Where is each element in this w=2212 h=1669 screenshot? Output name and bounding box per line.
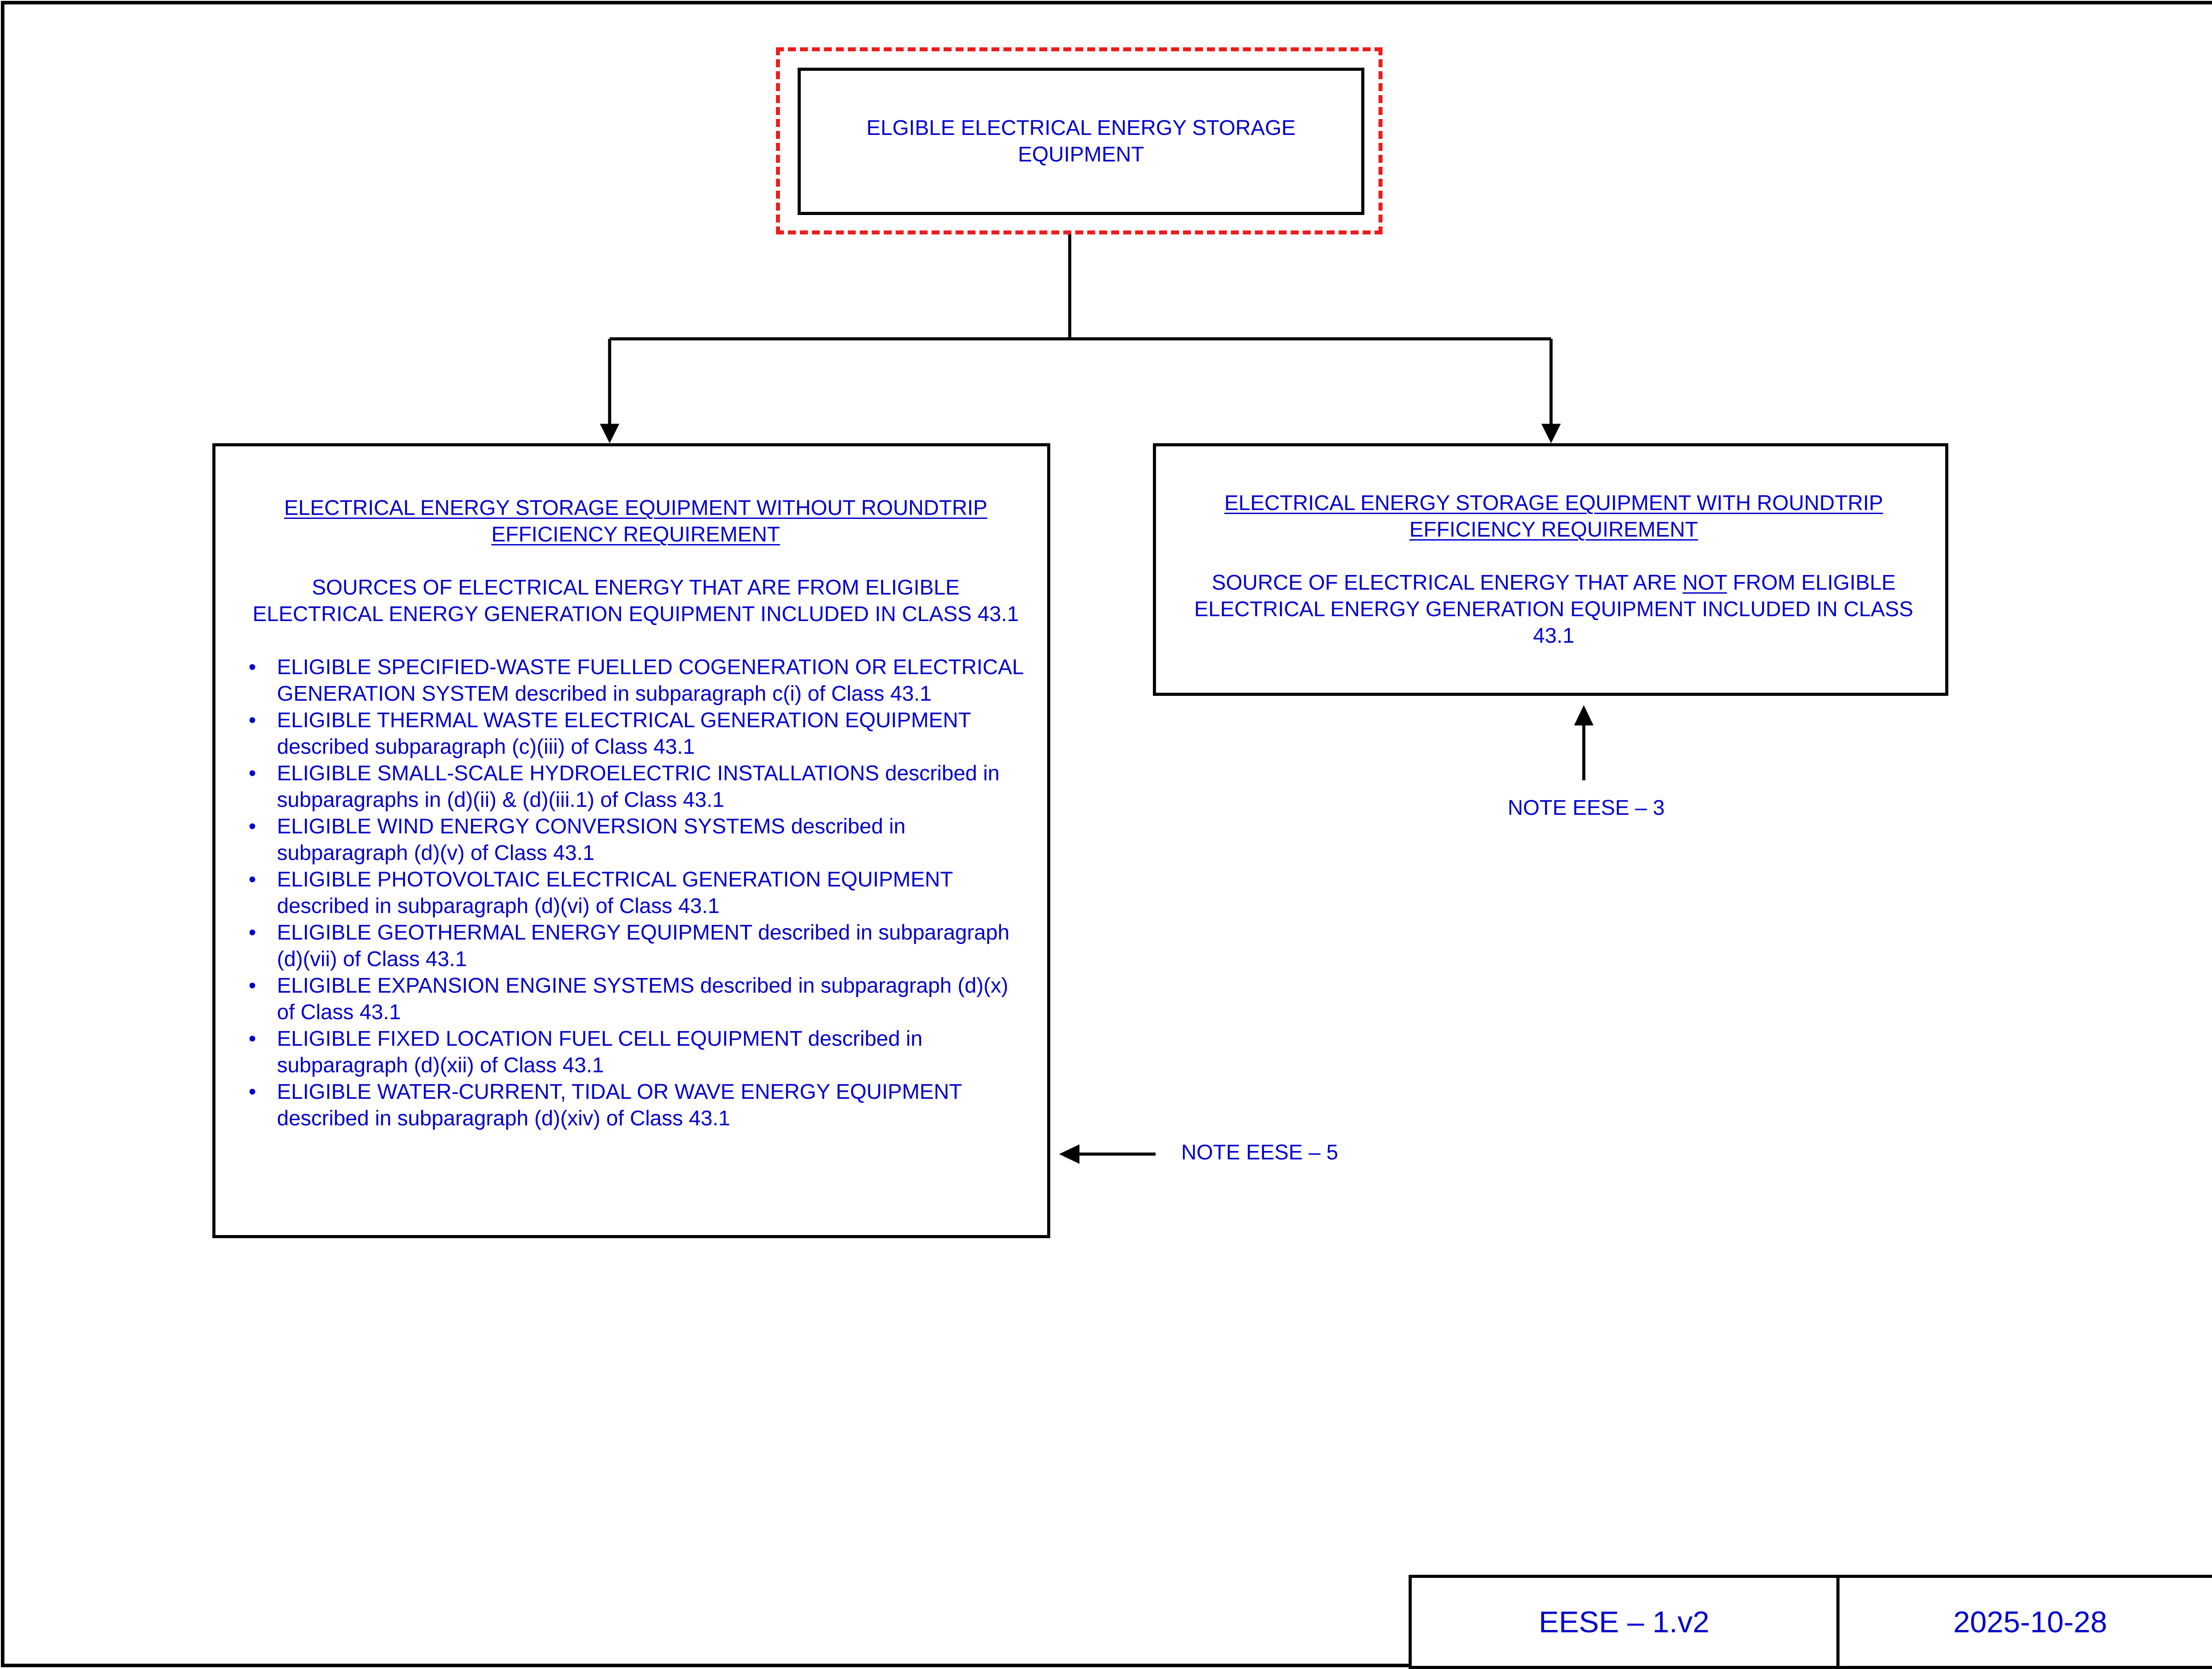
list-item: ELIGIBLE SMALL-SCALE HYDROELECTRIC INSTA…	[249, 760, 1027, 813]
list-item: ELIGIBLE WATER-CURRENT, TIDAL OR WAVE EN…	[249, 1079, 1027, 1132]
root-to-branches-connector	[610, 234, 1551, 341]
left-node-heading[interactable]: ELECTRICAL ENERGY STORAGE EQUIPMENT WITH…	[284, 496, 987, 546]
list-item: ELIGIBLE PHOTOVOLTAIC ELECTRICAL GENERAT…	[249, 867, 1027, 920]
left-node-subheading: SOURCES OF ELECTRICAL ENERGY THAT ARE FR…	[253, 576, 1019, 626]
list-item: ELIGIBLE EXPANSION ENGINE SYSTEMS descri…	[249, 973, 1027, 1026]
not-emphasis: NOT	[1682, 571, 1727, 595]
note-3-arrowhead	[1574, 705, 1594, 725]
note-eese-5: NOTE EESE – 5	[1181, 1141, 1338, 1164]
eligible-sources-list: ELIGIBLE SPECIFIED-WASTE FUELLED COGENER…	[244, 654, 1027, 1132]
root-highlight-dashed-border	[776, 47, 1382, 234]
diagram-code: EESE – 1.v2	[1539, 1605, 1709, 1639]
list-item: ELIGIBLE WIND ENERGY CONVERSION SYSTEMS …	[249, 813, 1027, 867]
root-node-title: ELGIBLE ELECTRICAL ENERGY STORAGE EQUIPM…	[866, 116, 1296, 166]
note-eese-3: NOTE EESE – 3	[1508, 796, 1665, 820]
footer-date-cell: 2025-10-28	[1836, 1575, 2212, 1669]
footer-code-cell: EESE – 1.v2	[1409, 1575, 1839, 1669]
diagram-date: 2025-10-28	[1953, 1605, 2107, 1639]
left-node[interactable]: ELECTRICAL ENERGY STORAGE EQUIPMENT WITH…	[212, 443, 1050, 1238]
list-item: ELIGIBLE THERMAL WASTE ELECTRICAL GENERA…	[249, 707, 1027, 760]
right-node-subheading: SOURCE OF ELECTRICAL ENERGY THAT ARE NOT…	[1194, 571, 1913, 648]
root-node[interactable]: ELGIBLE ELECTRICAL ENERGY STORAGE EQUIPM…	[798, 68, 1364, 215]
right-node-heading[interactable]: ELECTRICAL ENERGY STORAGE EQUIPMENT WITH…	[1224, 491, 1883, 541]
list-item: ELIGIBLE GEOTHERMAL ENERGY EQUIPMENT des…	[249, 920, 1027, 973]
arrowhead-left-box	[600, 424, 619, 443]
list-item: ELIGIBLE FIXED LOCATION FUEL CELL EQUIPM…	[249, 1026, 1027, 1079]
arrowhead-right-box	[1541, 424, 1561, 443]
right-node[interactable]: ELECTRICAL ENERGY STORAGE EQUIPMENT WITH…	[1153, 443, 1948, 696]
note-5-arrowhead	[1059, 1144, 1079, 1164]
list-item: ELIGIBLE SPECIFIED-WASTE FUELLED COGENER…	[249, 654, 1027, 707]
